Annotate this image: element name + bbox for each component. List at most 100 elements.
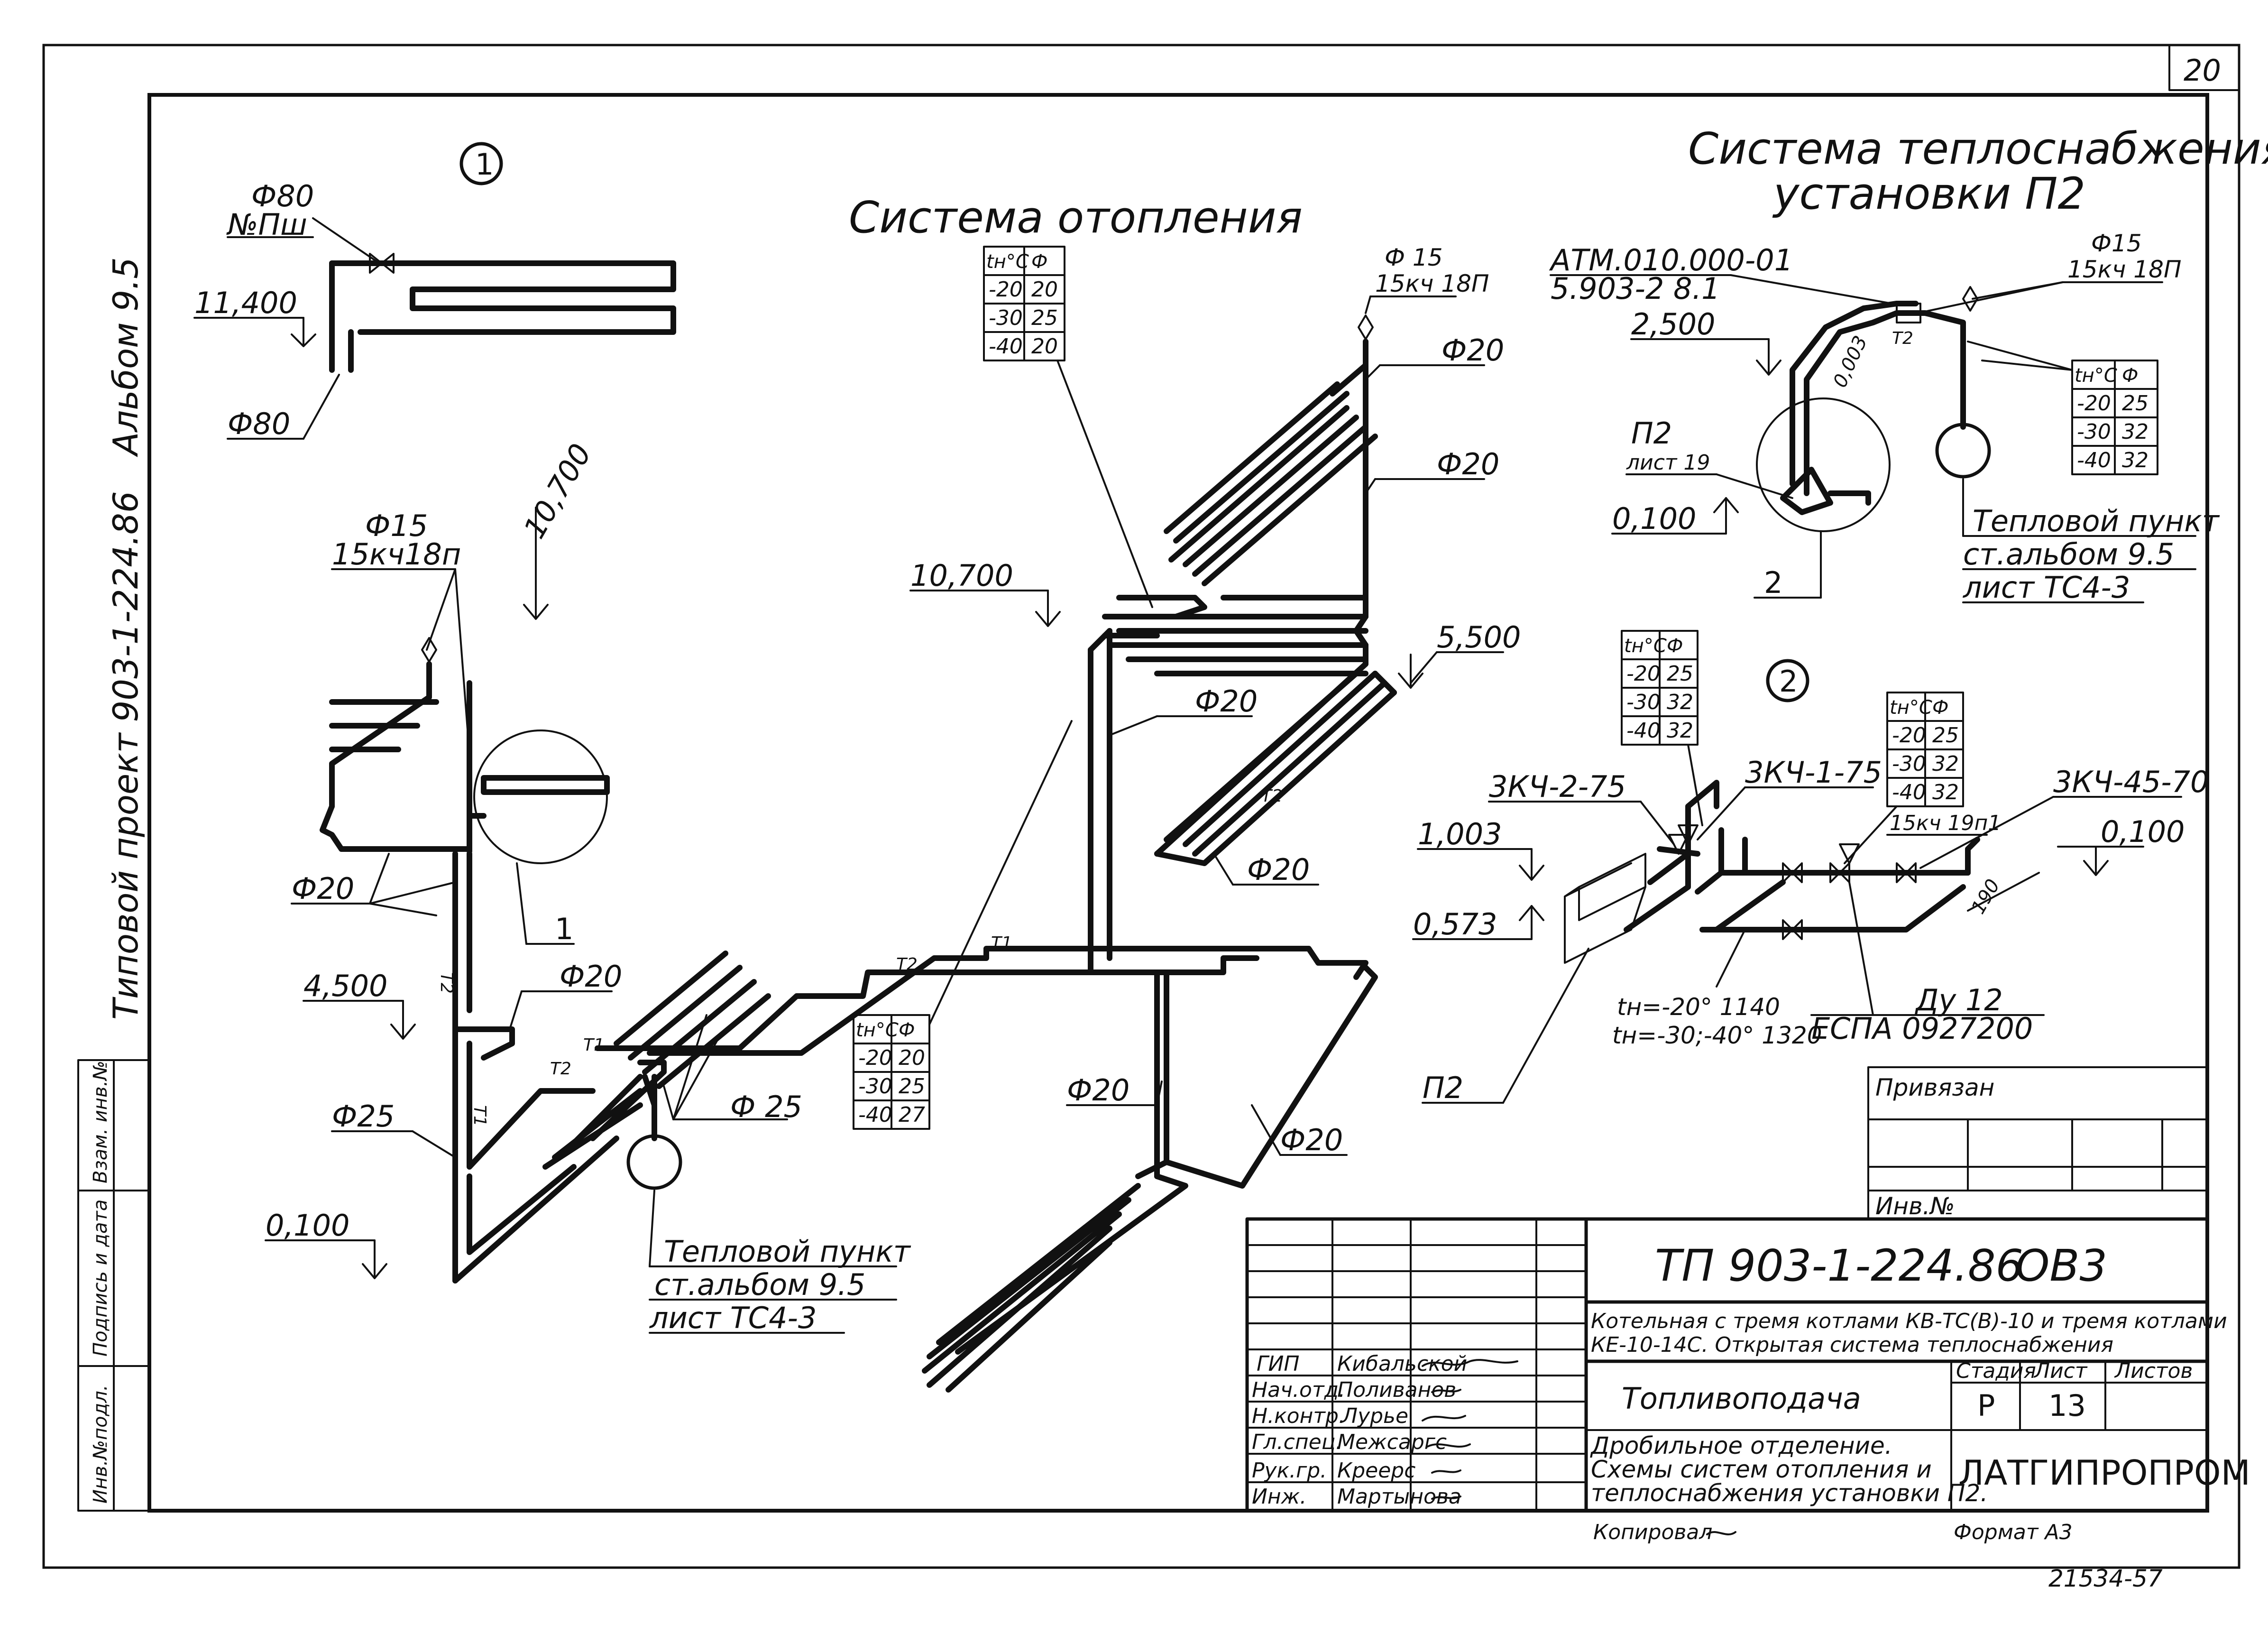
p2-heat-point-line3: лист ТС4-3 [1963,570,2130,605]
d20-low-label: Ф20 [1067,1073,1129,1108]
svg-text:25: 25 [1667,662,1693,686]
svg-text:25: 25 [2122,391,2149,415]
d25-mid-label: Ф 25 [730,1089,802,1124]
svg-text:tн°С: tн°С [1624,635,1667,657]
sig-role-6: Инж. [1252,1485,1306,1509]
description-line1: Котельная с тремя котлами КВ-ТС(В)-10 и … [1591,1309,2227,1333]
sig-name-5: Креерс [1337,1459,1415,1483]
p2-el-0100: 0,100 [1612,501,1697,536]
svg-text:20: 20 [899,1046,925,1070]
svg-text:-30: -30 [1626,690,1661,714]
svg-text:tн°С: tн°С [986,251,1029,273]
svg-text:32: 32 [2122,448,2149,472]
svg-text:25: 25 [1932,723,1959,748]
svg-text:-40: -40 [858,1103,892,1127]
stage-value: Р [1977,1388,1995,1423]
linked-box: Привязан Инв.№ [1867,1066,2208,1220]
detail-1-top: 1 Ф80 №Пш 11,400 Ф80 [193,142,676,441]
d15-top-label: Ф 15 [1385,244,1443,271]
el-10700-rotated-label: 10,700 [517,438,598,544]
svg-text:32: 32 [1932,780,1959,804]
svg-text:-40: -40 [2077,448,2111,472]
p2-ref2: 5.903-2 8.1 [1551,271,1720,306]
svg-text:-40: -40 [1626,719,1661,743]
svg-text:tн°С: tн°С [856,1019,899,1041]
archive-number: 21534-57 [2048,1565,2163,1592]
detail-2: 2 tн°С Ф -20 25 -30 32 -40 32 tн°С Ф -20… [1412,630,2209,1105]
pipe-t2-label-a: Т2 [437,972,456,994]
sig-role-4: Гл.спец. [1252,1430,1342,1454]
d20-mid-label: Ф20 [560,959,622,994]
doc-code: ТП 903-1-224.86 [1655,1240,2023,1291]
p2-title-line2: установки П2 [1772,168,2085,219]
du-label: Ду 12 [1914,983,2003,1017]
svg-text:25: 25 [899,1074,925,1099]
svg-text:-20: -20 [1892,723,1926,748]
format-label: Формат А3 [1954,1520,2073,1544]
valve-c-label: 3КЧ-45-70 [2053,765,2209,799]
d20-c2-label: Ф20 [1247,852,1310,887]
sig-role-2: Нач.отд. [1252,1378,1345,1402]
valve-b-label: 3КЧ-1-75 [1745,755,1882,790]
valve-top2-label: 15кч 18П [1375,270,1489,297]
dim-190-label: 190 [1967,876,2004,918]
p2-heat-point-line2: ст.альбом 9.5 [1963,537,2174,572]
sig-role-3: Н.контр. [1252,1404,1345,1428]
svg-text:-30: -30 [989,306,1023,330]
d80-bottom-label: Ф80 [228,406,290,441]
corner-sheet-box [2168,44,2240,91]
sheet-title-line3: теплоснабжения установки П2. [1591,1479,1988,1507]
valve-d-label: 15кч 19п1 [1890,811,2001,835]
svg-text:20: 20 [1031,277,1058,302]
svg-text:-30: -30 [1892,752,1926,776]
left-stamp: Инв.№подл. Подпись и дата Взам. инв.№ [77,1059,150,1512]
d20-r1-label: Ф20 [1442,333,1504,368]
d20-r2-label: Ф20 [1437,447,1499,481]
heating-system-title: Система отопления [849,192,1303,243]
el-1003-label: 1,003 [1418,817,1502,851]
svg-text:32: 32 [1932,752,1959,776]
svg-text:27: 27 [899,1103,925,1127]
svg-text:-30: -30 [2077,420,2111,444]
heating-left-riser: Ф15 15кч18п 1 Ф20 Т2 Т1 [291,508,619,1283]
d25-left-label: Ф25 [332,1099,395,1134]
heating-table-bottom: tн°С Ф -20 20 -30 25 -40 27 [853,720,1073,1130]
el-0100-left-label: 0,100 [266,1208,350,1243]
valve-a-label: 3КЧ-2-75 [1489,769,1626,804]
el-5500-label: 5,500 [1437,620,1521,655]
pipe-t1-label-b: Т1 [583,1035,605,1055]
pipe-t2-label-b: Т2 [550,1059,571,1079]
espa-label: ЕСПА 0927200 [1811,1011,2033,1046]
p2-d15: Ф15 [2091,230,2142,257]
el-0573-label: 0,573 [1413,907,1497,942]
el-10700-label: 10,700 [910,558,1013,593]
doc-mark: ОВ3 [2015,1240,2107,1291]
svg-text:-20: -20 [858,1046,892,1070]
sig-role-5: Рук.гр. [1252,1459,1327,1483]
sheets-header: Листов [2114,1359,2193,1383]
sig-name-4: Межсаргс [1337,1430,1447,1454]
stamp-signature-date: Подпись и дата [90,1200,111,1357]
sheet-title-line1: Дробильное отделение. [1590,1432,1892,1459]
pipe-t1-label-c: Т1 [991,933,1012,953]
p2-el-2500: 2,500 [1631,307,1716,342]
svg-text:Ф: Ф [1932,697,1948,719]
unit-label: П2 [1423,1071,1463,1105]
callout-1-label: 1 [555,912,573,946]
svg-text:25: 25 [1031,306,1058,330]
svg-text:-20: -20 [989,277,1023,302]
p2-callout-2: 2 [1764,565,1782,600]
sheet-header: Лист [2033,1359,2088,1383]
heat-point-note-line1: Тепловой пункт [664,1234,911,1269]
title-block: ГИП Кибальской Нач.отд. Поливанов Н.конт… [1245,1217,2250,1513]
stamp-inv-original: Инв.№подл. [90,1385,111,1504]
d80-top-label: Ф80 [251,179,314,213]
inv-label: Инв.№ [1875,1192,1955,1220]
description-line2: КЕ-10-14С. Открытая система теплоснабжен… [1591,1333,2113,1357]
svg-text:32: 32 [1667,719,1693,743]
pipe-t2-label-d: Т2 [1261,786,1283,806]
el-4500-label: 4,500 [303,969,388,1003]
organization: ЛАТГИПРОПРОМ [1958,1453,2250,1493]
detail-1-marker: 1 [475,147,494,182]
